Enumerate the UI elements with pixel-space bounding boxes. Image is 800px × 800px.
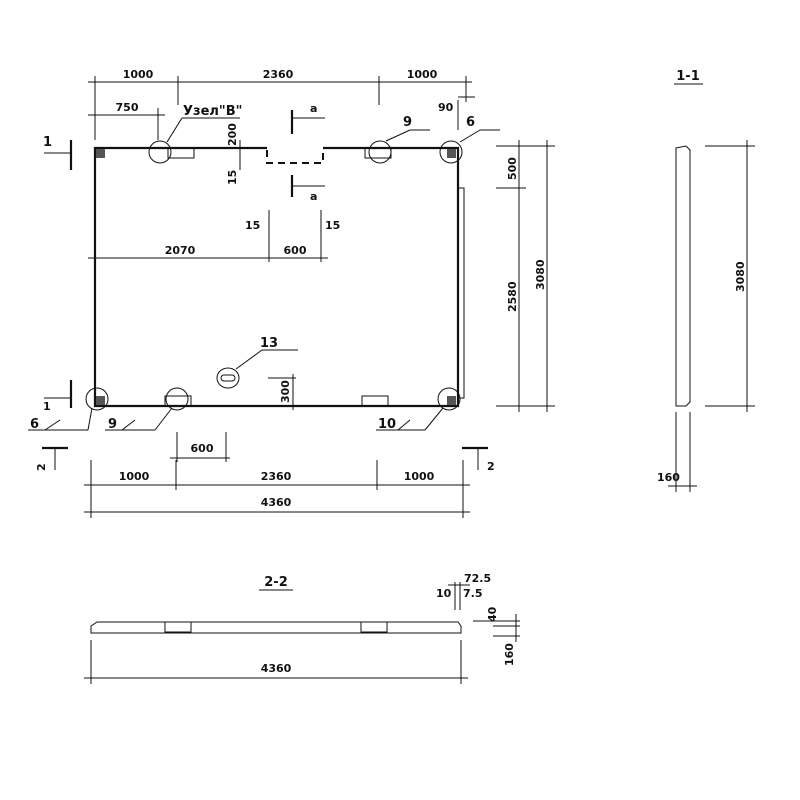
dim-text: 600	[284, 244, 307, 257]
dim-text: 1000	[404, 470, 435, 483]
lifting-loop	[167, 147, 195, 159]
section-2-2: 2-2 72.5 10 7.5 40 160 4360	[84, 572, 520, 684]
section-title: 1-1	[676, 69, 700, 84]
dim-text: 300	[279, 380, 292, 403]
dim-text: 200	[226, 123, 239, 146]
section-profile	[90, 621, 462, 634]
dim-text: 2070	[165, 244, 196, 257]
section-2-label: 2	[35, 463, 48, 471]
dim-text: 750	[116, 101, 139, 114]
dim-text: 40	[486, 606, 499, 622]
callout-circle-9	[165, 387, 189, 411]
dim-text: 2580	[506, 281, 519, 312]
dim-text: 3080	[734, 261, 747, 292]
corner-insert	[447, 149, 456, 158]
dim-text: 4360	[261, 496, 292, 509]
section-a-label: a	[310, 190, 317, 203]
dim-text: 1000	[407, 68, 438, 81]
dim-text: 1000	[119, 470, 150, 483]
callout-circle-9	[368, 140, 392, 164]
section-a-label: a	[310, 102, 317, 115]
dim-text: 90	[438, 101, 454, 114]
plate-outline	[93, 146, 460, 408]
dim-text: 500	[506, 157, 519, 180]
section-profile	[675, 145, 691, 407]
callout-circle-6	[439, 140, 463, 164]
dim-text: 160	[503, 643, 516, 666]
dim-text: 15	[245, 219, 260, 232]
mark-9: 9	[403, 115, 412, 130]
dim-text: 160	[657, 471, 680, 484]
mark-6: 6	[466, 115, 475, 130]
corner-insert	[447, 396, 456, 405]
section-1-label: 1	[43, 135, 52, 150]
opening-dashed	[266, 150, 324, 164]
dim-text: 3080	[534, 259, 547, 290]
section-2-label: 2	[487, 460, 495, 473]
mark-9: 9	[108, 417, 117, 432]
callout-circle-10	[437, 387, 461, 411]
dim-text: 7.5	[463, 587, 483, 600]
corner-insert	[96, 396, 105, 405]
dim-text: 15	[325, 219, 340, 232]
edge-strip	[457, 187, 465, 399]
section-1-1: 1-1 3080 160	[657, 69, 755, 492]
dim-text: 10	[436, 587, 452, 600]
corner-insert	[96, 149, 105, 158]
section-1-label: 1	[43, 400, 51, 413]
dim-text: 600	[191, 442, 214, 455]
mark-13: 13	[260, 336, 278, 351]
node-label: Узел"В"	[183, 104, 242, 119]
callout-circle-6	[85, 387, 109, 411]
lifting-loop	[164, 395, 192, 407]
node-b-circle	[148, 140, 172, 164]
mark-10: 10	[378, 417, 396, 432]
dim-text: 15	[226, 170, 239, 185]
section-title: 2-2	[264, 575, 288, 590]
dim-text: 1000	[123, 68, 154, 81]
lifting-loop	[361, 395, 389, 407]
opening-13	[216, 367, 240, 389]
plan-view: 1000 2360 1000 750 Узел"В" 90 9 6 200 15…	[28, 68, 555, 518]
dim-text: 72.5	[464, 572, 491, 585]
dim-text: 2360	[261, 470, 292, 483]
dim-text: 2360	[263, 68, 294, 81]
dim-text: 4360	[261, 662, 292, 675]
mark-6: 6	[30, 417, 39, 432]
